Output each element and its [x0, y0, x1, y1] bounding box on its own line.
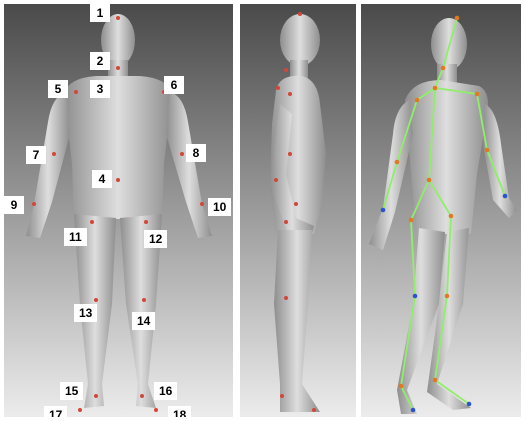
marker-7 [52, 152, 56, 156]
marker-15 [94, 394, 98, 398]
joint-neck [441, 66, 446, 71]
marker-2 [116, 66, 120, 70]
side-view-panel [240, 4, 356, 417]
marker-label-2: 2 [90, 52, 110, 70]
joint-ankle-right [399, 384, 404, 389]
joint-knee-left [445, 294, 450, 299]
marker-11 [90, 220, 94, 224]
marker-12 [144, 220, 148, 224]
joint-toe-right [411, 408, 416, 413]
marker-14 [142, 298, 146, 302]
joint-hip-right [409, 218, 414, 223]
side-marker [284, 296, 288, 300]
marker-8 [180, 152, 184, 156]
side-marker [274, 178, 278, 182]
marker-label-18: 18 [168, 406, 191, 417]
joint-toe-left [467, 402, 472, 407]
marker-label-1: 1 [90, 4, 110, 22]
side-marker [298, 12, 302, 16]
joint-wrist-left [503, 194, 508, 199]
marker-1 [116, 16, 120, 20]
side-marker [312, 408, 316, 412]
joint-pelvis [427, 178, 432, 183]
joint-head [455, 16, 460, 21]
joint-elbow-left [485, 148, 490, 153]
marker-label-5: 5 [48, 80, 68, 98]
joint-shoulder-center [433, 86, 438, 91]
side-marker [284, 220, 288, 224]
skeleton-figure [361, 4, 521, 417]
side-marker [284, 68, 288, 72]
marker-label-16: 16 [154, 382, 177, 400]
joint-ankle-left [433, 378, 438, 383]
joint-shoulder-left [475, 92, 480, 97]
marker-label-4: 4 [92, 170, 112, 188]
side-marker [288, 152, 292, 156]
marker-label-9: 9 [4, 196, 24, 214]
marker-label-12: 12 [144, 230, 167, 248]
marker-9 [32, 202, 36, 206]
marker-4 [116, 178, 120, 182]
marker-label-17: 17 [44, 406, 67, 417]
front-view-panel: 1 2 3 4 5 6 7 8 9 10 11 12 13 14 15 16 1… [4, 4, 233, 417]
joint-hip-left [449, 214, 454, 219]
marker-label-8: 8 [186, 144, 206, 162]
marker-10 [200, 202, 204, 206]
marker-18 [154, 408, 158, 412]
side-marker [280, 394, 284, 398]
side-marker [288, 92, 292, 96]
marker-label-7: 7 [26, 146, 46, 164]
marker-label-14: 14 [132, 312, 155, 330]
joint-knee-right [413, 294, 418, 299]
joint-wrist-right [381, 208, 386, 213]
marker-label-15: 15 [60, 382, 83, 400]
joint-shoulder-right [415, 98, 420, 103]
marker-label-6: 6 [164, 76, 184, 94]
marker-label-13: 13 [74, 304, 97, 322]
marker-label-11: 11 [64, 228, 87, 246]
side-marker [276, 86, 280, 90]
marker-label-10: 10 [208, 198, 231, 216]
marker-17 [78, 408, 82, 412]
side-body-figure [240, 4, 356, 417]
marker-label-3: 3 [90, 80, 110, 98]
joint-elbow-right [395, 160, 400, 165]
marker-16 [140, 394, 144, 398]
front-body-figure [4, 4, 233, 417]
marker-5 [74, 90, 78, 94]
skeleton-overlay-panel [361, 4, 521, 417]
marker-13 [94, 298, 98, 302]
side-marker [294, 202, 298, 206]
